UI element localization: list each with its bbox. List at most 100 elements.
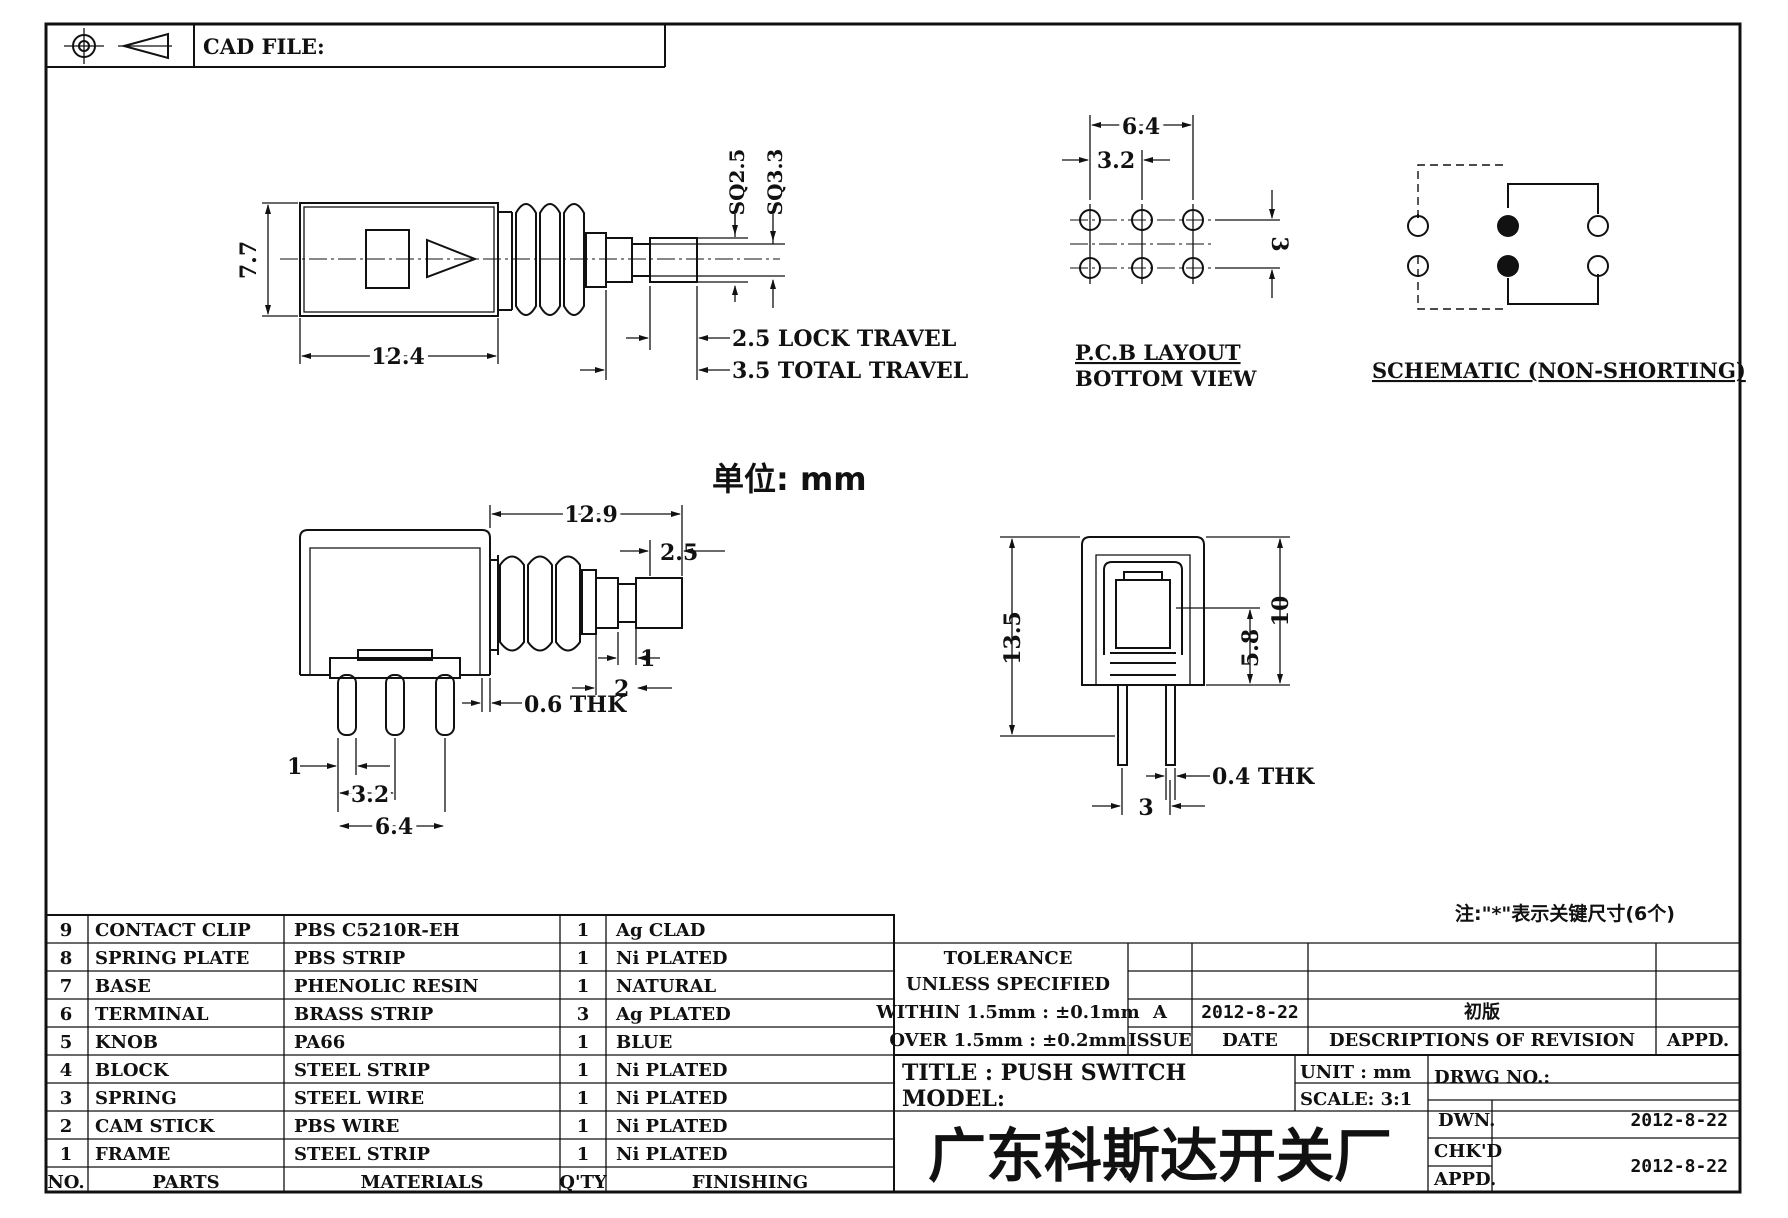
bom-cell-qty: 1 (577, 920, 590, 941)
bom-cell-finishing: BLUE (616, 1032, 672, 1053)
bom-cell-no: 5 (60, 1032, 73, 1053)
side-view-dimensions: 12.9 2.5 1 2 0.6 THK 1 3.2 6.4 (287, 498, 725, 844)
drawing-title: TITLE : PUSH SWITCH (902, 1060, 1186, 1086)
bom-cell-finishing: NATURAL (616, 976, 716, 997)
bom-cell-no: 8 (60, 948, 73, 969)
bom-cell-finishing: Ni PLATED (616, 948, 727, 969)
side-dim-2: 2 (614, 676, 629, 702)
bom-table-grid (45, 914, 895, 1193)
bom-header-material: MATERIALS (360, 1172, 483, 1193)
revision-date: 2012-8-22 (1201, 1002, 1299, 1023)
total-travel-label: 3.5 TOTAL TRAVEL (732, 358, 968, 384)
bom-cell-material: BRASS STRIP (294, 1004, 434, 1025)
bom-cell-part: CONTACT CLIP (95, 920, 251, 941)
bom-cell-part: SPRING (95, 1088, 177, 1109)
scale-label: SCALE: 3:1 (1300, 1089, 1412, 1110)
bom-cell-finishing: Ag PLATED (615, 1004, 731, 1025)
column-date: DATE (1222, 1030, 1278, 1051)
bom-cell-material: PBS WIRE (294, 1116, 399, 1137)
bom-cell-material: STEEL STRIP (294, 1060, 431, 1081)
side-view (299, 529, 683, 736)
projection-symbol-icon (64, 28, 172, 64)
bom-header-no: NO. (47, 1172, 84, 1193)
bom-cell-material: STEEL STRIP (294, 1144, 431, 1165)
bom-row: 6 TERMINAL BRASS STRIP 3 Ag PLATED (60, 1004, 731, 1025)
bom-cell-finishing: Ni PLATED (616, 1060, 727, 1081)
pcb-dim-3: 3 (1266, 236, 1292, 251)
lock-travel-label: 2.5 LOCK TRAVEL (732, 326, 956, 352)
column-issue: ISSUE (1128, 1030, 1191, 1051)
bom-cell-finishing: Ag CLAD (615, 920, 705, 941)
bom-cell-finishing: Ni PLATED (616, 1144, 727, 1165)
end-thickness-label: 0.4 THK (1212, 764, 1315, 790)
side-pin-width-1: 1 (287, 754, 302, 780)
unless-specified-label: UNLESS SPECIFIED (906, 974, 1110, 995)
bom-cell-qty: 1 (577, 1088, 590, 1109)
tolerance-within: WITHIN 1.5mm : ±0.1mm (875, 1002, 1139, 1023)
side-dim-2-5: 2.5 (660, 540, 698, 566)
side-pitch-3-2: 3.2 (351, 782, 389, 808)
bom-header-finishing: FINISHING (692, 1172, 808, 1193)
bom-cell-no: 6 (60, 1004, 73, 1025)
drawn-date: 2012-8-22 (1630, 1110, 1728, 1131)
bom-cell-finishing: Ni PLATED (616, 1088, 727, 1109)
bom-cell-no: 2 (60, 1116, 73, 1137)
bom-cell-material: PA66 (294, 1032, 345, 1053)
title-block-grid (894, 942, 1740, 1192)
pcb-layout-title: P.C.B LAYOUT (1075, 340, 1241, 365)
bom-cell-part: BASE (95, 976, 151, 997)
company-name: 广东科斯达开关厂 (928, 1122, 1392, 1190)
bom-cell-part: TERMINAL (95, 1004, 209, 1025)
unit-label: UNIT : mm (1300, 1062, 1411, 1083)
dim-height-7-7: 7.7 (236, 241, 262, 279)
schematic-title: SCHEMATIC (NON-SHORTING) (1372, 358, 1746, 383)
bom-cell-part: CAM STICK (95, 1116, 216, 1137)
side-dim-12-9: 12.9 (564, 502, 618, 528)
pcb-layout-view: 6.4 3.2 3 P.C.B LAYOUT BOTTOM VIEW (1062, 110, 1292, 391)
bom-cell-material: PBS C5210R-EH (294, 920, 460, 941)
model-label: MODEL: (902, 1086, 1005, 1112)
dim-sq2-5: SQ2.5 (725, 149, 749, 216)
bom-cell-qty: 1 (577, 1144, 590, 1165)
dim-length-12-4: 12.4 (371, 344, 425, 370)
bom-cell-finishing: Ni PLATED (616, 1116, 727, 1137)
bom-cell-no: 4 (60, 1060, 73, 1081)
bom-cell-material: STEEL WIRE (294, 1088, 424, 1109)
pcb-dim-6-4: 6.4 (1122, 114, 1160, 140)
tolerance-over: OVER 1.5mm : ±0.2mm (889, 1030, 1126, 1051)
end-view-dimensions: 13.5 10 5.8 0.4 THK 3 (1000, 536, 1315, 821)
bom-cell-part: BLOCK (95, 1060, 170, 1081)
checked-date: 2012-8-22 (1630, 1156, 1728, 1177)
end-height-10: 10 (1268, 596, 1294, 627)
unit-note: 单位: mm (712, 460, 867, 498)
end-height-13-5: 13.5 (1000, 611, 1026, 665)
tolerance-label: TOLERANCE (944, 948, 1073, 969)
top-view (280, 202, 780, 317)
pcb-layout-subtitle: BOTTOM VIEW (1075, 366, 1257, 391)
revision-description: 初版 (1464, 1001, 1500, 1023)
checked-by-label: CHK'D (1434, 1141, 1502, 1162)
drawing-number-label: DRWG NO.: (1434, 1067, 1550, 1088)
bom-cell-part: FRAME (95, 1144, 170, 1165)
schematic-view: SCHEMATIC (NON-SHORTING) (1372, 164, 1746, 383)
bom-cell-part: KNOB (95, 1032, 158, 1053)
key-dimension-note: 注:"*"表示关键尺寸(6个) (1455, 902, 1675, 925)
bom-cell-qty: 3 (577, 1004, 590, 1025)
bom-cell-material: PBS STRIP (294, 948, 406, 969)
bom-cell-no: 1 (60, 1144, 73, 1165)
bom-header-qty: Q'TY (559, 1172, 608, 1193)
side-pitch-6-4: 6.4 (375, 814, 413, 840)
drawn-by-label: DWN. (1438, 1110, 1495, 1131)
bom-cell-qty: 1 (577, 1116, 590, 1137)
end-view (1081, 536, 1205, 766)
end-pin-pitch-3: 3 (1138, 795, 1153, 821)
pcb-dim-3-2: 3.2 (1097, 148, 1135, 174)
bom-cell-qty: 1 (577, 1060, 590, 1081)
